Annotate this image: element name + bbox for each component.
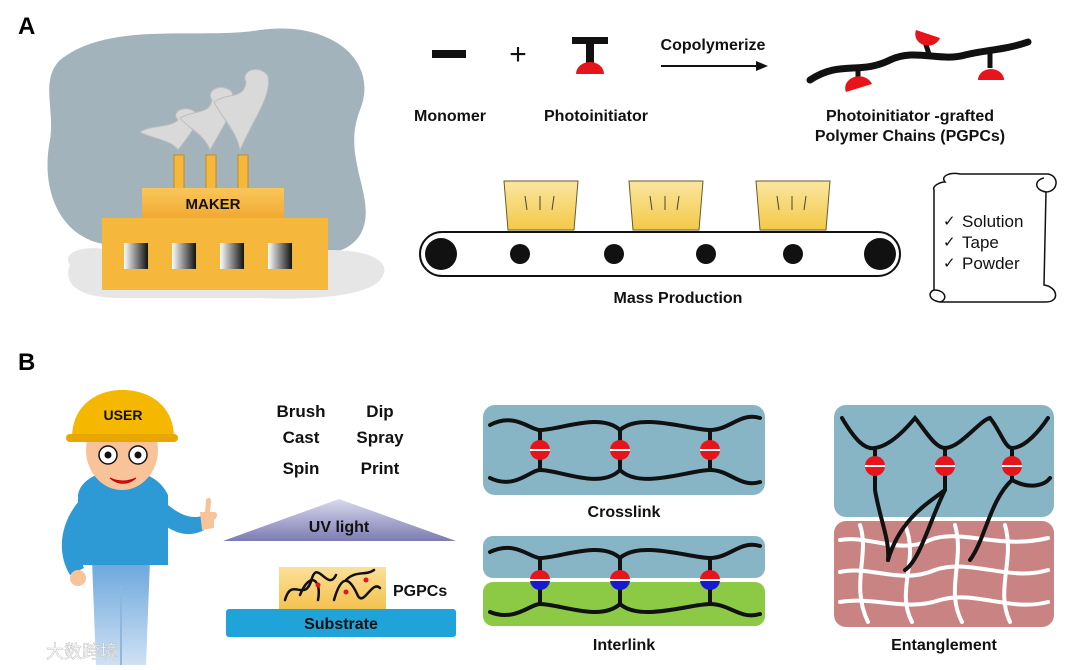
panel-a-letter: A — [18, 13, 35, 40]
watermark-text: 大数跨境 — [46, 642, 118, 662]
crosslink-nodes — [530, 440, 720, 460]
pgpc-photoinitiator-dot — [363, 577, 369, 583]
watermark-logo-icon — [9, 643, 37, 657]
product-box — [755, 180, 831, 231]
factory-window — [124, 243, 148, 269]
crosslink-label: Crosslink — [588, 504, 661, 521]
pgpc-photoinitiator-dot — [343, 589, 349, 595]
method-brush: Brush — [276, 402, 325, 421]
monomer-symbol — [432, 50, 466, 58]
pgpc-label-line2: Polymer Chains (PGPCs) — [815, 128, 1005, 145]
factory-smoke — [139, 68, 270, 152]
method-cast: Cast — [283, 428, 320, 447]
entanglement-label: Entanglement — [891, 637, 997, 654]
form-solution: Solution — [962, 212, 1023, 231]
user-helmet-label: USER — [104, 407, 143, 423]
interlink-label: Interlink — [593, 637, 655, 654]
product-box — [503, 180, 579, 231]
product-box — [628, 180, 704, 231]
factory-window — [268, 243, 292, 269]
product-forms-scroll — [929, 172, 1057, 303]
uv-light-triangle — [223, 499, 456, 541]
check-icon: ✓ — [943, 234, 956, 251]
method-dip: Dip — [366, 402, 393, 421]
crosslink-chains — [488, 414, 762, 486]
chimney — [173, 154, 185, 191]
plus-sign: + — [509, 38, 527, 71]
factory-sign-block — [142, 188, 284, 218]
pgpc-chain — [806, 30, 1032, 92]
substrate-label: Substrate — [304, 616, 378, 633]
photoinitiator-label: Photoinitiator — [544, 108, 648, 125]
photoinitiator-symbol — [572, 37, 608, 74]
copolymerize-arrow — [661, 61, 768, 71]
conveyor-belt — [419, 231, 901, 277]
entanglement-mesh — [838, 523, 1050, 624]
entanglement-chains — [840, 414, 1052, 572]
factory-window — [172, 243, 196, 269]
factory-window — [220, 243, 244, 269]
uv-light-label: UV light — [309, 519, 370, 536]
method-spin: Spin — [283, 459, 320, 478]
panel-b-letter: B — [18, 349, 35, 376]
substrate — [226, 609, 456, 637]
chimney — [205, 154, 217, 191]
pgpc-label-line1: Photoinitiator -grafted — [826, 108, 994, 125]
pgpc-film-chains — [283, 568, 382, 602]
factory-sign-label: MAKER — [186, 196, 241, 213]
pgpc-photoinitiator-dot — [315, 582, 321, 588]
check-icon: ✓ — [943, 213, 956, 230]
copolymerize-label: Copolymerize — [661, 37, 766, 54]
interlink-nodes — [530, 570, 720, 590]
interlink-bottom-panel — [483, 582, 765, 626]
pgpc-film — [279, 567, 386, 609]
interlink-chains — [488, 542, 762, 618]
form-tape: Tape — [962, 233, 999, 252]
check-icon: ✓ — [943, 255, 956, 272]
entanglement-nodes — [865, 456, 1022, 476]
method-spray: Spray — [356, 428, 404, 447]
method-print: Print — [361, 459, 400, 478]
pgpcs-label: PGPCs — [393, 583, 447, 600]
mass-production-label: Mass Production — [614, 290, 743, 307]
monomer-label: Monomer — [414, 108, 486, 125]
user-figure — [61, 390, 217, 665]
chimney — [237, 154, 249, 191]
form-powder: Powder — [962, 254, 1020, 273]
